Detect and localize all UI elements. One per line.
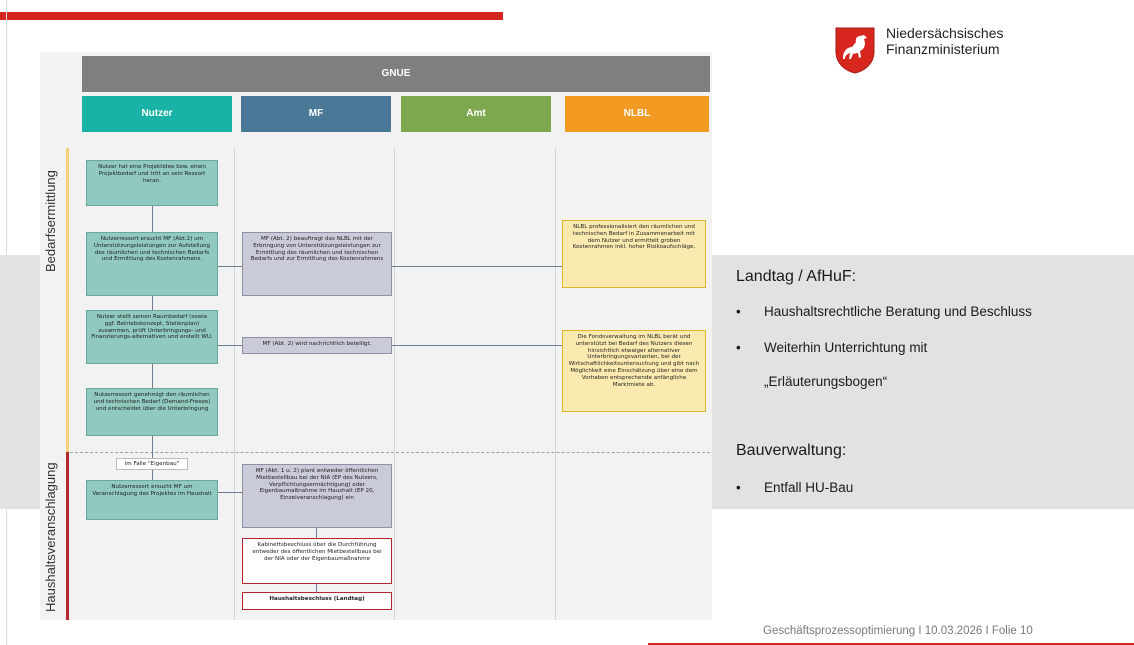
flow-arrow — [218, 492, 242, 493]
process-box-nutzerressort-ersucht: Nutzerressort ersucht MF (Abt.2) um Unte… — [86, 232, 218, 296]
flow-arrow — [218, 266, 242, 267]
lane-divider — [555, 148, 556, 620]
bullet-icon: • — [736, 480, 741, 495]
bullet-unterrichtung: Weiterhin Unterrichtung mit — [764, 340, 928, 355]
footer-accent-line — [648, 643, 1134, 645]
ministry-name-line1: Niedersächsisches — [886, 25, 1004, 41]
process-box-nutzer-idee: Nutzer hat eine Projektidee bzw. einen P… — [86, 160, 218, 206]
flow-arrow — [392, 345, 562, 346]
flow-arrow — [152, 296, 153, 310]
section-title-landtag: Landtag / AfHuF: — [736, 268, 857, 285]
flow-arrow — [316, 528, 317, 538]
lane-divider — [234, 148, 235, 620]
flow-arrow — [152, 206, 153, 232]
ministry-name-line2: Finanzministerium — [886, 41, 1000, 57]
phase-label-haushaltsveranschlagung: Haushaltsveranschlagung — [43, 462, 58, 612]
flow-arrow — [152, 436, 153, 458]
process-box-demand-freeze: Nutzerressort genehmigt den räumlichen u… — [86, 388, 218, 436]
lane-header-amt: Amt — [401, 96, 551, 132]
phase-label-bedarfsermittlung: Bedarfsermittlung — [43, 170, 58, 272]
process-box-veranschlagung: Nutzerressort ersucht MF um Veranschlagu… — [86, 480, 218, 520]
lane-header-nutzer: Nutzer — [82, 96, 232, 132]
process-box-fondsverwaltung: Die Fondsverwaltung im NLBL berät und un… — [562, 330, 706, 412]
diagram-title-gnue: GNUE — [82, 56, 710, 92]
lane-divider — [394, 148, 395, 620]
flow-arrow — [218, 345, 242, 346]
flow-arrow — [152, 470, 153, 480]
flow-arrow — [152, 364, 153, 388]
phase-marker-bedarf — [66, 148, 69, 452]
bullet-icon: • — [736, 340, 741, 355]
process-box-nutzer-raumbedarf: Nutzer stellt seinen Raumbedarf (sowie g… — [86, 310, 218, 364]
phase-divider — [70, 452, 710, 453]
process-box-mf-plant: MF (Abt. 1 u. 2) plant entweder öffentli… — [242, 464, 392, 528]
process-box-mf-beteiligt: MF (Abt. 2) wird nachrichtlich beteiligt… — [242, 337, 392, 354]
bullet-entfall-hu-bau: Entfall HU-Bau — [764, 480, 854, 495]
phase-marker-haushalt — [66, 452, 69, 620]
slide-footer: Geschäftsprozessoptimierung I 10.03.2026… — [763, 625, 1033, 637]
lane-header-nlbl: NLBL — [565, 96, 709, 132]
bullet-haushaltsrechtliche-beratung: Haushaltsrechtliche Beratung und Beschlu… — [764, 304, 1032, 319]
top-accent-bar — [0, 12, 503, 20]
process-label-eigenbau: im Falle "Eigenbau" — [116, 458, 188, 470]
lane-header-mf: MF — [241, 96, 391, 132]
section-title-bauverwaltung: Bauverwaltung: — [736, 442, 847, 459]
flow-arrow — [392, 266, 562, 267]
bullet-continuation-erlaeuterungsbogen: „Erläuterungsbogen“ — [764, 374, 888, 389]
process-box-nlbl-professionalisiert: NLBL professionalisiert den räumlichen u… — [562, 220, 706, 288]
flow-arrow — [316, 584, 317, 592]
lower-saxony-horse-logo-icon — [834, 26, 876, 79]
process-box-kabinettsbeschluss: Kabinettsbeschluss über die Durchführung… — [242, 538, 392, 584]
bullet-icon: • — [736, 304, 741, 319]
process-box-mf-beauftragt: MF (Abt. 2) beauftragt das NLBL mit der … — [242, 232, 392, 296]
process-diagram: GNUE Nutzer MF Amt NLBL Bedarfsermittlun… — [40, 52, 712, 620]
process-box-haushaltsbeschluss: Haushaltsbeschluss (Landtag) — [242, 592, 392, 610]
ministry-name: Niedersächsisches Finanzministerium — [886, 25, 1004, 57]
